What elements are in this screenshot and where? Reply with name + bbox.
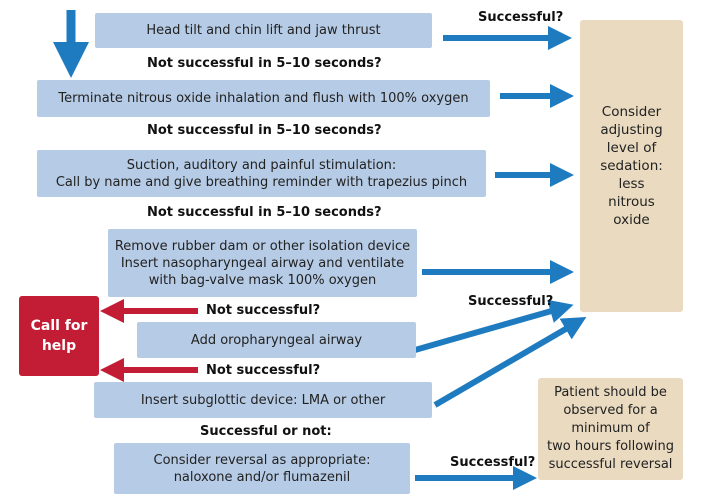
outcome-text: oxide (613, 212, 650, 228)
step-oropharyngeal-airway: Add oropharyngeal airway (137, 322, 416, 358)
outcome-text: adjusting (600, 122, 663, 138)
arrow-step5 (414, 299, 574, 353)
outcome-text: observed for a (563, 403, 658, 418)
outcome-observe-patient: Patient should be observed for a minimum… (538, 378, 683, 480)
call-for-help-box: Call for help (19, 296, 99, 376)
call-for-help-text: Call for (30, 318, 88, 334)
outcome-text: Consider (601, 104, 662, 120)
step-consider-reversal: Consider reversal as appropriate:naloxon… (114, 443, 410, 494)
arrow-step6 (433, 316, 587, 408)
label-successful-1: Successful? (478, 10, 564, 25)
label-not-successful-timed-1: Not successful in 5–10 seconds? (147, 56, 382, 71)
outcome-text: minimum of (571, 421, 650, 436)
step-remove-rubber-dam: Remove rubber dam or other isolation dev… (108, 229, 417, 297)
step-text: Add oropharyngeal airway (190, 332, 363, 348)
step-text: Insert subglottic device: LMA or other (140, 392, 386, 408)
step-text: Consider reversal as appropriate: (153, 452, 371, 468)
outcome-text: less (618, 176, 645, 192)
label-not-successful-timed-2: Not successful in 5–10 seconds? (147, 123, 382, 138)
label-successful-2: Successful? (468, 294, 554, 309)
step-text: Remove rubber dam or other isolation dev… (114, 238, 411, 254)
step-text: Call by name and give breathing reminder… (55, 174, 468, 190)
outcome-text: sedation: (600, 158, 663, 174)
step-text: Insert nasopharyngeal airway and ventila… (120, 255, 405, 271)
step-subglottic-device: Insert subglottic device: LMA or other (94, 382, 432, 418)
label-successful-or-not: Successful or not: (200, 424, 332, 439)
label-not-successful-1: Not successful? (206, 303, 321, 318)
outcome-adjust-sedation: Consider adjusting level of sedation: le… (580, 20, 683, 312)
step-head-tilt: Head tilt and chin lift and jaw thrust (95, 13, 432, 48)
step-text: Suction, auditory and painful stimulatio… (126, 157, 397, 173)
step-text: with bag-valve mask 100% oxygen (148, 272, 377, 288)
outcome-text: level of (606, 140, 657, 156)
outcome-text: two hours following (547, 439, 674, 454)
step-text: naloxone and/or flumazenil (173, 469, 351, 485)
step-text: Terminate nitrous oxide inhalation and f… (58, 91, 469, 106)
step-suction: Suction, auditory and painful stimulatio… (37, 150, 486, 197)
step-text: Head tilt and chin lift and jaw thrust (146, 23, 381, 38)
label-successful-3: Successful? (450, 455, 536, 470)
outcome-text: nitrous (608, 194, 655, 210)
outcome-text: successful reversal (548, 457, 673, 472)
outcome-text: Patient should be (554, 385, 667, 400)
label-not-successful-2: Not successful? (206, 363, 321, 378)
call-for-help-text: help (41, 338, 77, 354)
label-not-successful-timed-3: Not successful in 5–10 seconds? (147, 205, 382, 220)
step-terminate-nitrous: Terminate nitrous oxide inhalation and f… (37, 80, 490, 117)
